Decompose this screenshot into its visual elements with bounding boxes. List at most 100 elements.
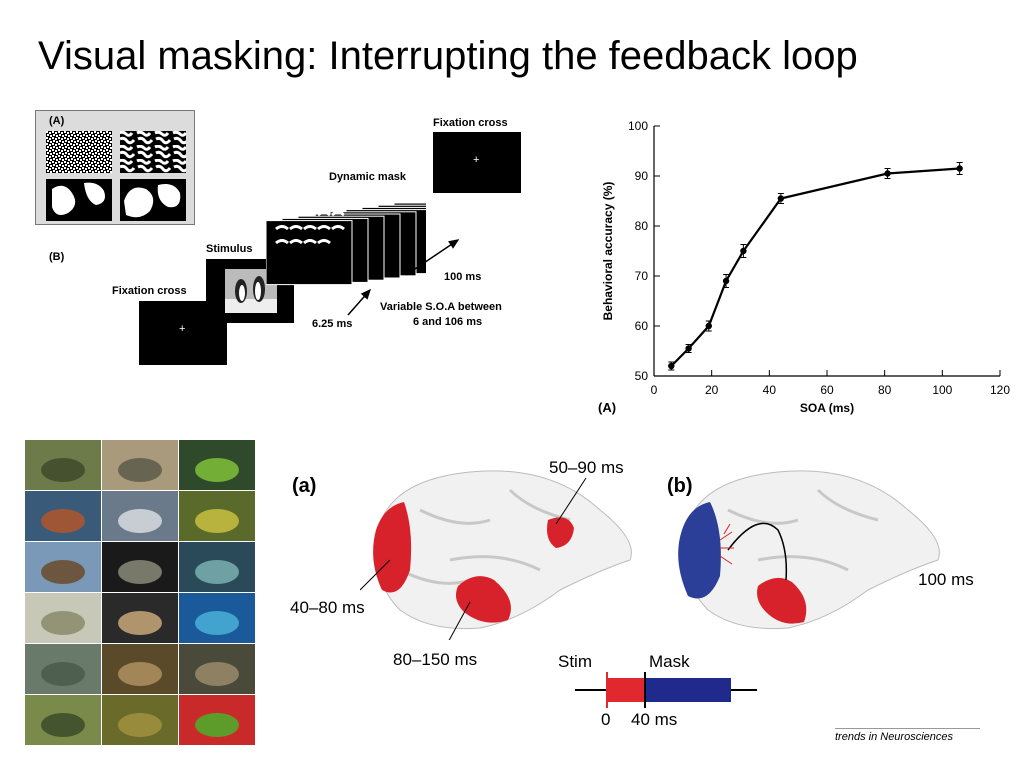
data-point [884, 170, 891, 177]
mask-pattern-thumbnails [46, 131, 186, 221]
tile-subject [118, 611, 162, 635]
feedback-arrow [727, 522, 788, 581]
x-axis-label: SOA (ms) [800, 401, 854, 415]
fixation-cross-mark-last: + [473, 154, 480, 166]
tile-subject [118, 458, 162, 482]
label-80-150: 80–150 ms [393, 650, 478, 669]
brain-a-region-50-90 [547, 517, 574, 548]
x-tick-label: 20 [705, 383, 719, 397]
data-point [705, 322, 712, 330]
accuracy-line [670, 167, 960, 367]
mask-noise-fine [46, 131, 112, 173]
disruption-rays [719, 523, 734, 565]
tile-subject [41, 611, 85, 635]
fixation-cross-mark: + [179, 323, 186, 335]
label-100: 100 ms [918, 570, 974, 589]
stim-bar [607, 678, 645, 702]
mask-blob-large-2 [120, 179, 186, 221]
brain-a [360, 470, 632, 640]
tile-subject [41, 458, 85, 482]
tile-subject [41, 560, 85, 584]
leader-50-90 [555, 477, 587, 525]
leader-80-150 [448, 601, 471, 640]
brain-a-cortex [375, 470, 632, 630]
data-point [777, 195, 785, 202]
brain-b-sulci [727, 488, 879, 572]
soa-label-line2: 6 and 106 ms [413, 316, 483, 328]
stimulus-label: Stimulus [206, 243, 253, 255]
credit-divider [835, 728, 980, 729]
y-tick-label: 60 [635, 319, 649, 333]
tile-subject [195, 509, 239, 533]
stimulus-photo-penguins [225, 269, 277, 313]
mask-duration-label: 100 ms [444, 271, 482, 283]
data-point [956, 165, 963, 172]
leader-40-80 [360, 559, 391, 591]
tile-subject [41, 509, 85, 533]
x-tick-label: 40 [763, 383, 777, 397]
y-tick-label: 80 [635, 219, 649, 233]
tile-subject [118, 662, 162, 686]
tile-subject [41, 713, 85, 737]
stim-mask-timeline [575, 672, 757, 708]
mask-bar [645, 678, 731, 702]
stim-label: Stim [558, 652, 592, 671]
brain-b-cortex [683, 470, 940, 630]
y-tick-label: 90 [635, 169, 649, 183]
stimulus-screen [206, 259, 294, 323]
brain-panel-a-label: (a) [292, 475, 317, 497]
brain-b-region-red [757, 577, 807, 624]
brain-a-region-40-80 [373, 502, 412, 593]
time-40-label: 40 ms [631, 710, 678, 729]
y-tick-label: 100 [628, 119, 648, 133]
brain-b-region-blue [678, 502, 721, 599]
mask-frame-front-pattern [275, 211, 345, 245]
mask-label: Mask [649, 652, 690, 671]
tile-subject [195, 713, 239, 737]
stim-duration-arrow [347, 288, 371, 316]
time-zero-label: 0 [601, 710, 611, 729]
mask-blob-large-1 [46, 179, 112, 221]
data-point [668, 362, 675, 370]
brain-a-region-80-150 [456, 576, 511, 623]
brain-b [678, 470, 940, 630]
mask-examples-panel: (A) [35, 110, 195, 225]
fixation-cross-label-last: Fixation cross [433, 117, 508, 129]
stim-duration-label: 6.25 ms [312, 318, 353, 330]
panel-a-label: (A) [49, 115, 65, 127]
x-tick-label: 0 [651, 383, 658, 397]
tile-subject [118, 560, 162, 584]
tile-subject [195, 611, 239, 635]
fixation-cross-label-first: Fixation cross [112, 285, 187, 297]
y-tick-label: 50 [635, 369, 649, 383]
fixation-screen-last: + [433, 132, 521, 193]
tile-subject [195, 662, 239, 686]
x-tick-label: 120 [990, 383, 1010, 397]
tile-subject [118, 509, 162, 533]
dynamic-mask-stack [266, 202, 426, 286]
chart-panel-label: (A) [598, 400, 616, 415]
dynamic-mask-label: Dynamic mask [329, 171, 407, 183]
soa-label-line1: Variable S.O.A between [380, 301, 502, 313]
data-point [740, 247, 747, 255]
timeline-arrows [347, 239, 460, 316]
panel-b-label: (B) [49, 251, 65, 263]
journal-credit: trends in Neurosciences [835, 731, 954, 743]
x-tick-label: 100 [932, 383, 952, 397]
mask-duration-arrow [405, 239, 460, 276]
x-tick-label: 60 [820, 383, 834, 397]
tile-subject [195, 458, 239, 482]
y-axis-label: Behavioral accuracy (%) [601, 182, 615, 321]
label-40-80: 40–80 ms [290, 598, 365, 617]
natural-image-grid [25, 440, 255, 745]
mask-blob-medium [120, 131, 186, 173]
mask-frame [266, 220, 353, 286]
x-tick-label: 80 [878, 383, 892, 397]
label-50-90: 50–90 ms [549, 458, 624, 477]
brain-a-sulci [399, 488, 571, 585]
brain-panel-b-label: (b) [667, 475, 693, 497]
tile-subject [195, 560, 239, 584]
slide-title: Visual masking: Interrupting the feedbac… [38, 34, 858, 78]
tile-subject [118, 713, 162, 737]
y-tick-label: 70 [635, 269, 649, 283]
